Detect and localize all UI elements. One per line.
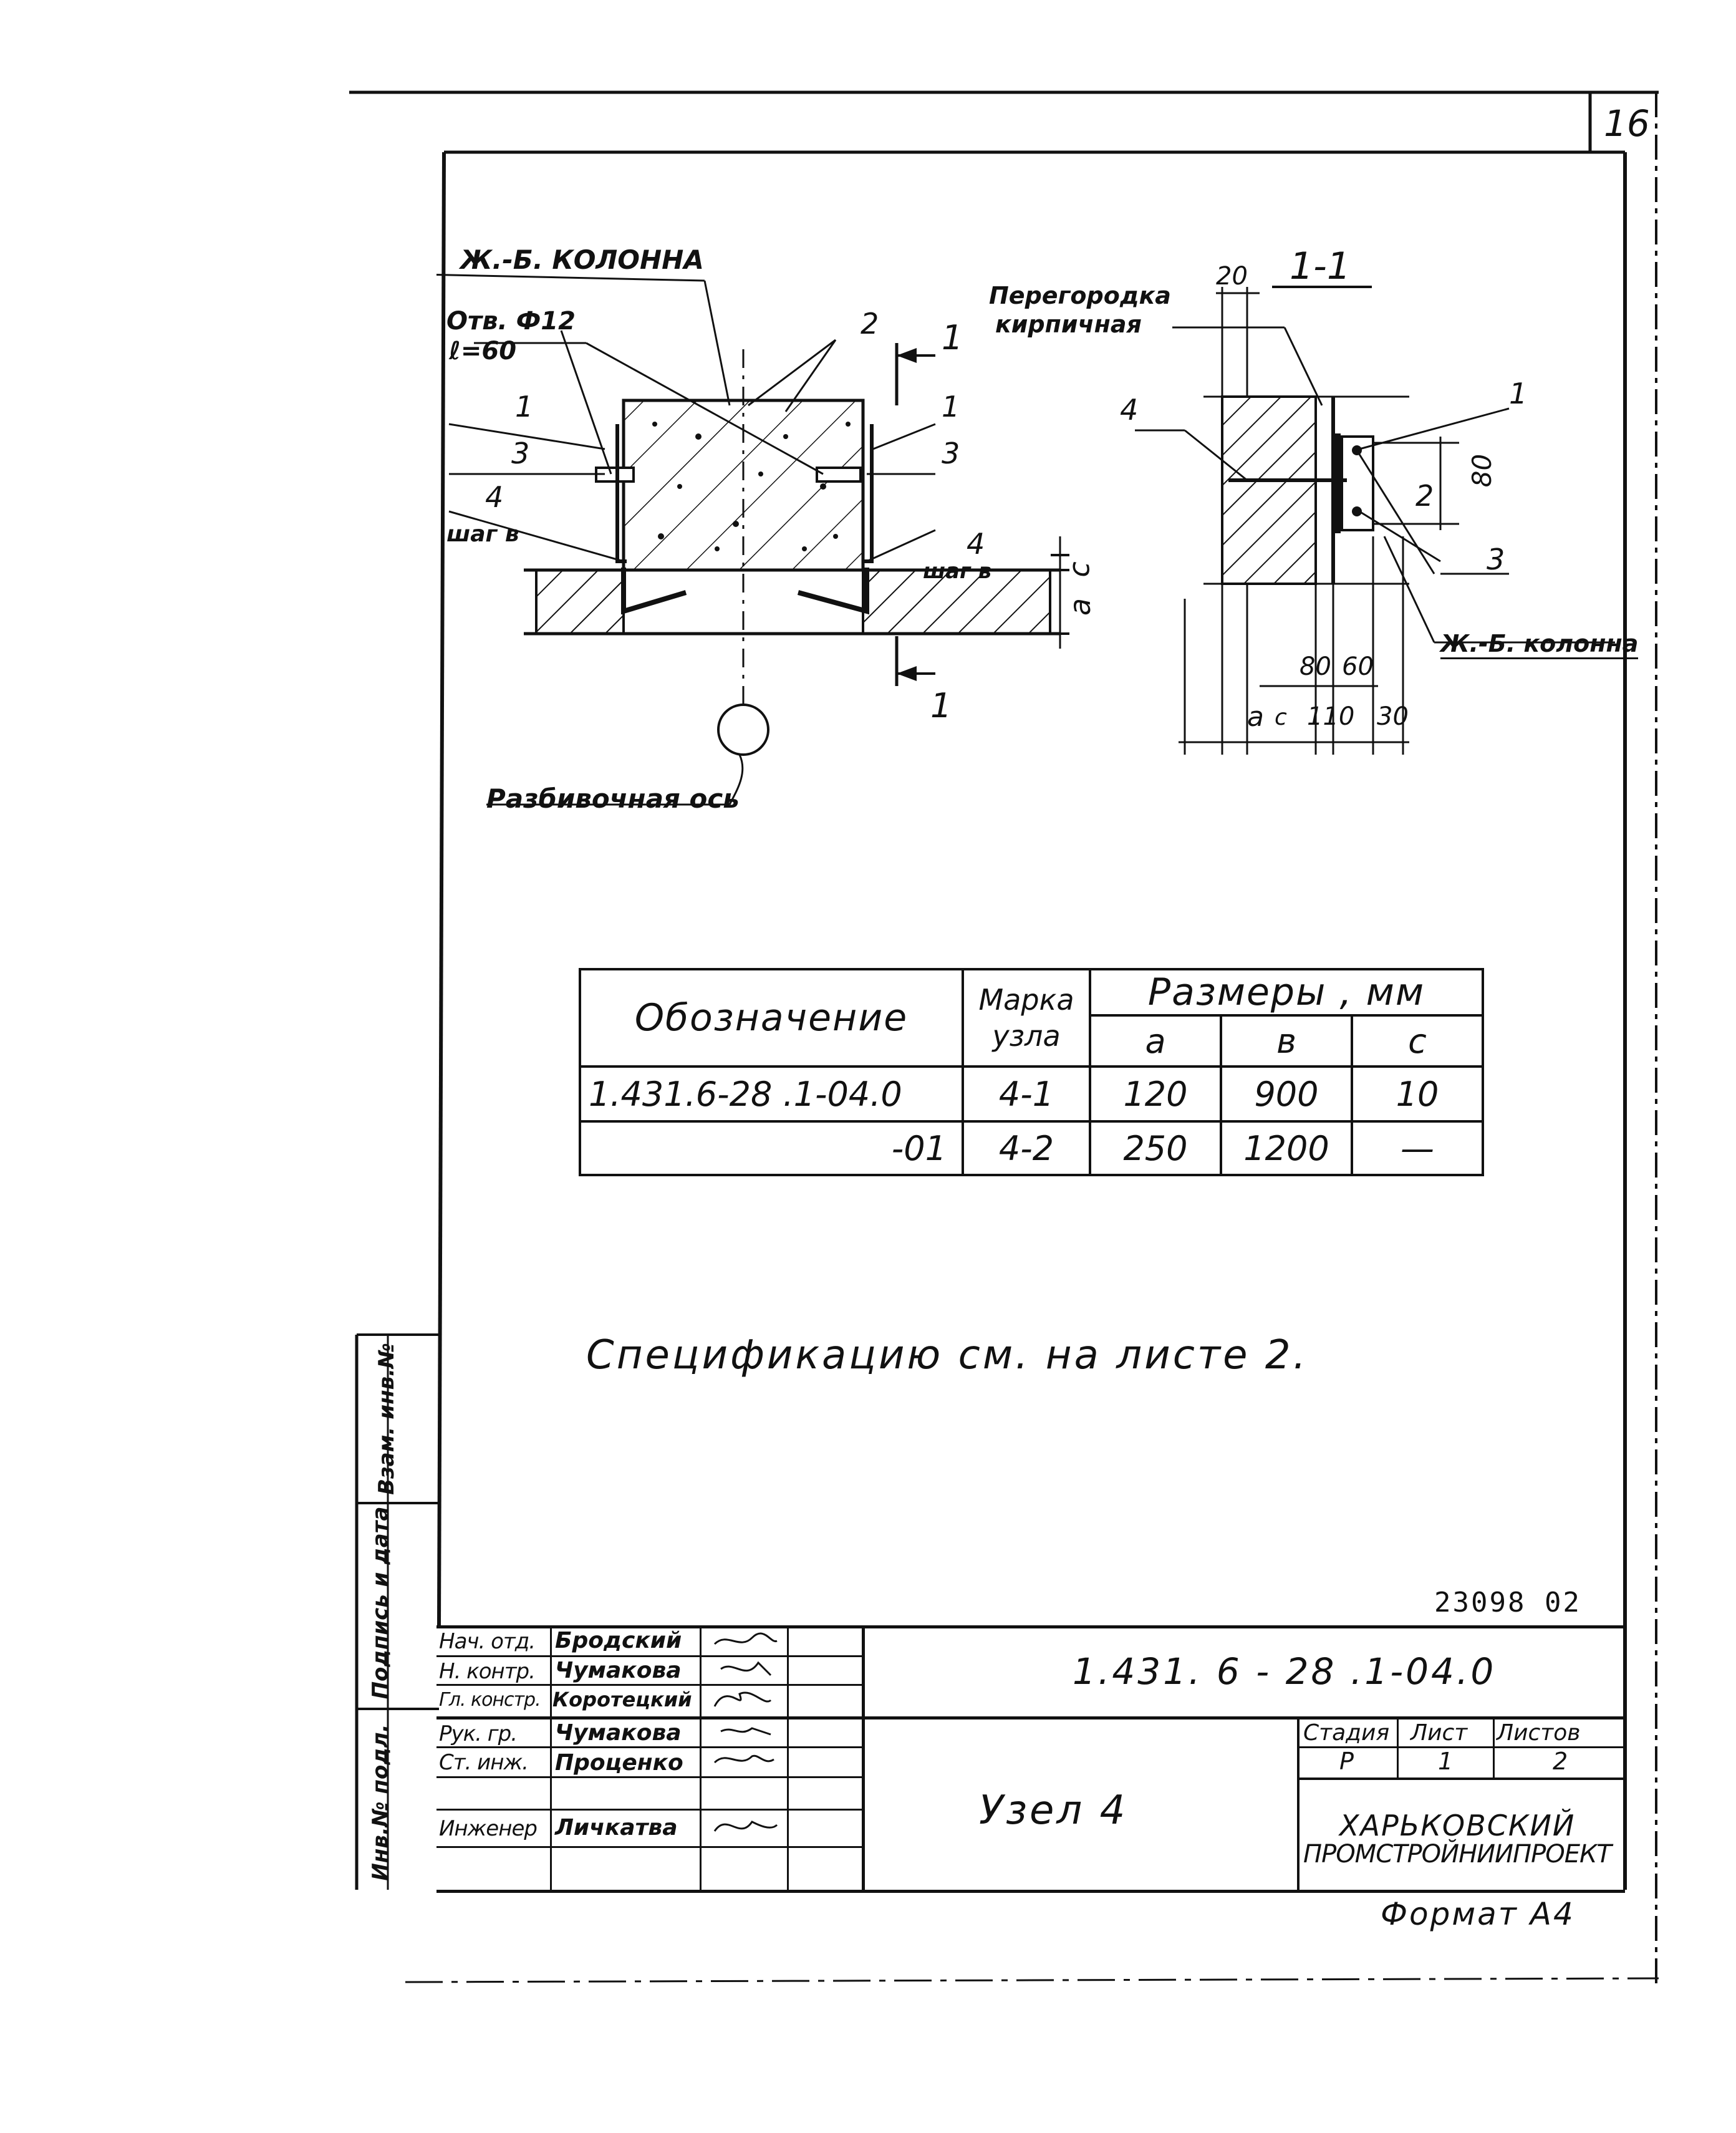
sheet-number: 16 xyxy=(1604,102,1650,145)
tb-doc-code: 1.431. 6 - 28 .1-04.0 xyxy=(1073,1650,1497,1693)
tb-title: Узел 4 xyxy=(979,1787,1128,1834)
plan-step-label-right: шаг в xyxy=(923,559,992,584)
tb-name-5: Проценко xyxy=(555,1750,683,1776)
tb-sheet-header: Лист xyxy=(1410,1720,1468,1746)
plan-callout-4-right: 4 xyxy=(967,527,985,561)
tb-stage-header: Стадия xyxy=(1303,1720,1390,1746)
tb-organization-line1: ХАРЬКОВСКИЙ xyxy=(1339,1809,1576,1842)
signature-scribbles xyxy=(713,1632,778,1832)
tb-role-senior-engineer: Ст. инж. xyxy=(439,1750,529,1775)
section-drawing xyxy=(1135,286,1615,755)
section-dim-a: a xyxy=(1247,701,1264,733)
table-cell-designation: 1.431.6-28 .1-04.0 xyxy=(579,1065,964,1123)
floor-slab-left xyxy=(535,569,625,635)
section-title: 1-1 xyxy=(1290,244,1351,288)
section-partition-label-2: кирпичная xyxy=(995,311,1142,338)
tb-name-4: Чумакова xyxy=(555,1720,682,1746)
table-cell-marka: 4-2 xyxy=(962,1120,1091,1176)
side-stamp-signature-date: Подпись и дата xyxy=(368,1506,393,1700)
tb-name-1: Бродский xyxy=(555,1628,682,1653)
plan-section-marker-bottom: 1 xyxy=(930,686,952,725)
table-cell-c: 10 xyxy=(1350,1065,1485,1123)
section-callout-2: 2 xyxy=(1415,479,1434,513)
section-dim-c: c xyxy=(1275,705,1287,730)
format-label: Формат А4 xyxy=(1381,1896,1575,1932)
table-header-marka: Марка узла xyxy=(962,968,1091,1068)
tb-sheets-value: 2 xyxy=(1553,1748,1568,1775)
tb-stage-value: Р xyxy=(1339,1748,1354,1775)
section-dim-20: 20 xyxy=(1216,262,1248,291)
plan-callout-3-right: 3 xyxy=(942,437,960,470)
table-row: -01 4-2 250 1200 — xyxy=(579,1120,1485,1176)
tb-sheet-value: 1 xyxy=(1438,1748,1454,1775)
table-cell-c: — xyxy=(1350,1120,1485,1176)
table-cell-a: 250 xyxy=(1089,1120,1222,1176)
plan-callout-4-left: 4 xyxy=(485,480,504,514)
tb-name-2: Чумакова xyxy=(555,1658,682,1683)
table-header-designation: Обозначение xyxy=(579,968,964,1068)
section-dim-80: 80 xyxy=(1300,652,1331,681)
tb-name-3: Коротецкий xyxy=(552,1688,692,1711)
table-cell-designation: -01 xyxy=(579,1120,964,1176)
tb-organization-line2: ПРОМСТРОЙНИИПРОЕКТ xyxy=(1303,1840,1612,1869)
tb-name-6: Личкатва xyxy=(555,1815,678,1840)
table-header-marka-line2: узла xyxy=(992,1019,1061,1053)
plan-column-label: Ж.-Б. КОЛОННА xyxy=(460,244,704,275)
section-dim-110: 110 xyxy=(1307,702,1355,731)
section-column-label: Ж.-Б. колонна xyxy=(1440,630,1639,659)
table-header-sizes: Размеры , мм xyxy=(1088,968,1485,1017)
tb-role-engineer: Инженер xyxy=(439,1816,538,1841)
table-header-col-c: c xyxy=(1350,1014,1485,1068)
table-cell-b: 1200 xyxy=(1220,1120,1353,1176)
plan-callout-2: 2 xyxy=(861,307,879,341)
side-stamp-replaced-inv: Взам. инв.№ xyxy=(374,1343,399,1495)
dimensions-table: Обозначение Марка узла Размеры , мм a в … xyxy=(579,968,1485,1176)
plan-callout-3-left: 3 xyxy=(511,437,530,470)
section-partition-label: Перегородка xyxy=(989,282,1171,309)
plan-drawing xyxy=(436,273,1069,806)
plan-dim-a: a xyxy=(1063,597,1097,616)
plan-hole-label: Отв. Ф12 xyxy=(446,307,576,336)
archive-number: 23098 02 xyxy=(1434,1587,1581,1618)
section-dim-30: 30 xyxy=(1377,702,1409,731)
table-header-marka-line1: Марка xyxy=(978,983,1074,1017)
plan-step-label-left: шаг в xyxy=(446,521,519,547)
plan-axis-label: Разбивочная ось xyxy=(486,783,740,814)
plan-dim-c: c xyxy=(1062,561,1096,578)
table-cell-b: 900 xyxy=(1220,1065,1353,1123)
tb-sheets-header: Листов xyxy=(1497,1720,1581,1746)
section-callout-1: 1 xyxy=(1509,377,1528,410)
table-cell-marka: 4-1 xyxy=(962,1065,1091,1123)
table-header-col-b: в xyxy=(1220,1014,1353,1068)
grid-axis-marker xyxy=(717,704,769,756)
tb-role-norm-control: Н. контр. xyxy=(439,1659,536,1684)
table-header-col-a: a xyxy=(1089,1014,1222,1068)
plan-callout-1-right: 1 xyxy=(942,390,960,423)
plan-hole-length: ℓ=60 xyxy=(449,337,517,365)
table-row: 1.431.6-28 .1-04.0 4-1 120 900 10 xyxy=(579,1065,1485,1123)
table-cell-a: 120 xyxy=(1089,1065,1222,1123)
specification-note: Спецификацию см. на листе 2. xyxy=(586,1332,1308,1378)
tb-role-chief-designer: Гл. констр. xyxy=(439,1689,541,1711)
plan-section-marker-top: 1 xyxy=(942,318,963,357)
section-callout-4: 4 xyxy=(1120,393,1139,427)
section-callout-3: 3 xyxy=(1487,543,1505,576)
side-stamp-original-inv: Инв.№ подл. xyxy=(368,1724,393,1881)
tb-role-head-dept: Нач. отд. xyxy=(439,1629,536,1654)
section-dim-80-vertical: 80 xyxy=(1467,453,1498,488)
tb-role-group-lead: Рук. гр. xyxy=(439,1721,518,1746)
section-dim-60: 60 xyxy=(1342,652,1374,681)
plan-callout-1-left: 1 xyxy=(515,390,534,423)
brick-partition xyxy=(1221,395,1317,585)
